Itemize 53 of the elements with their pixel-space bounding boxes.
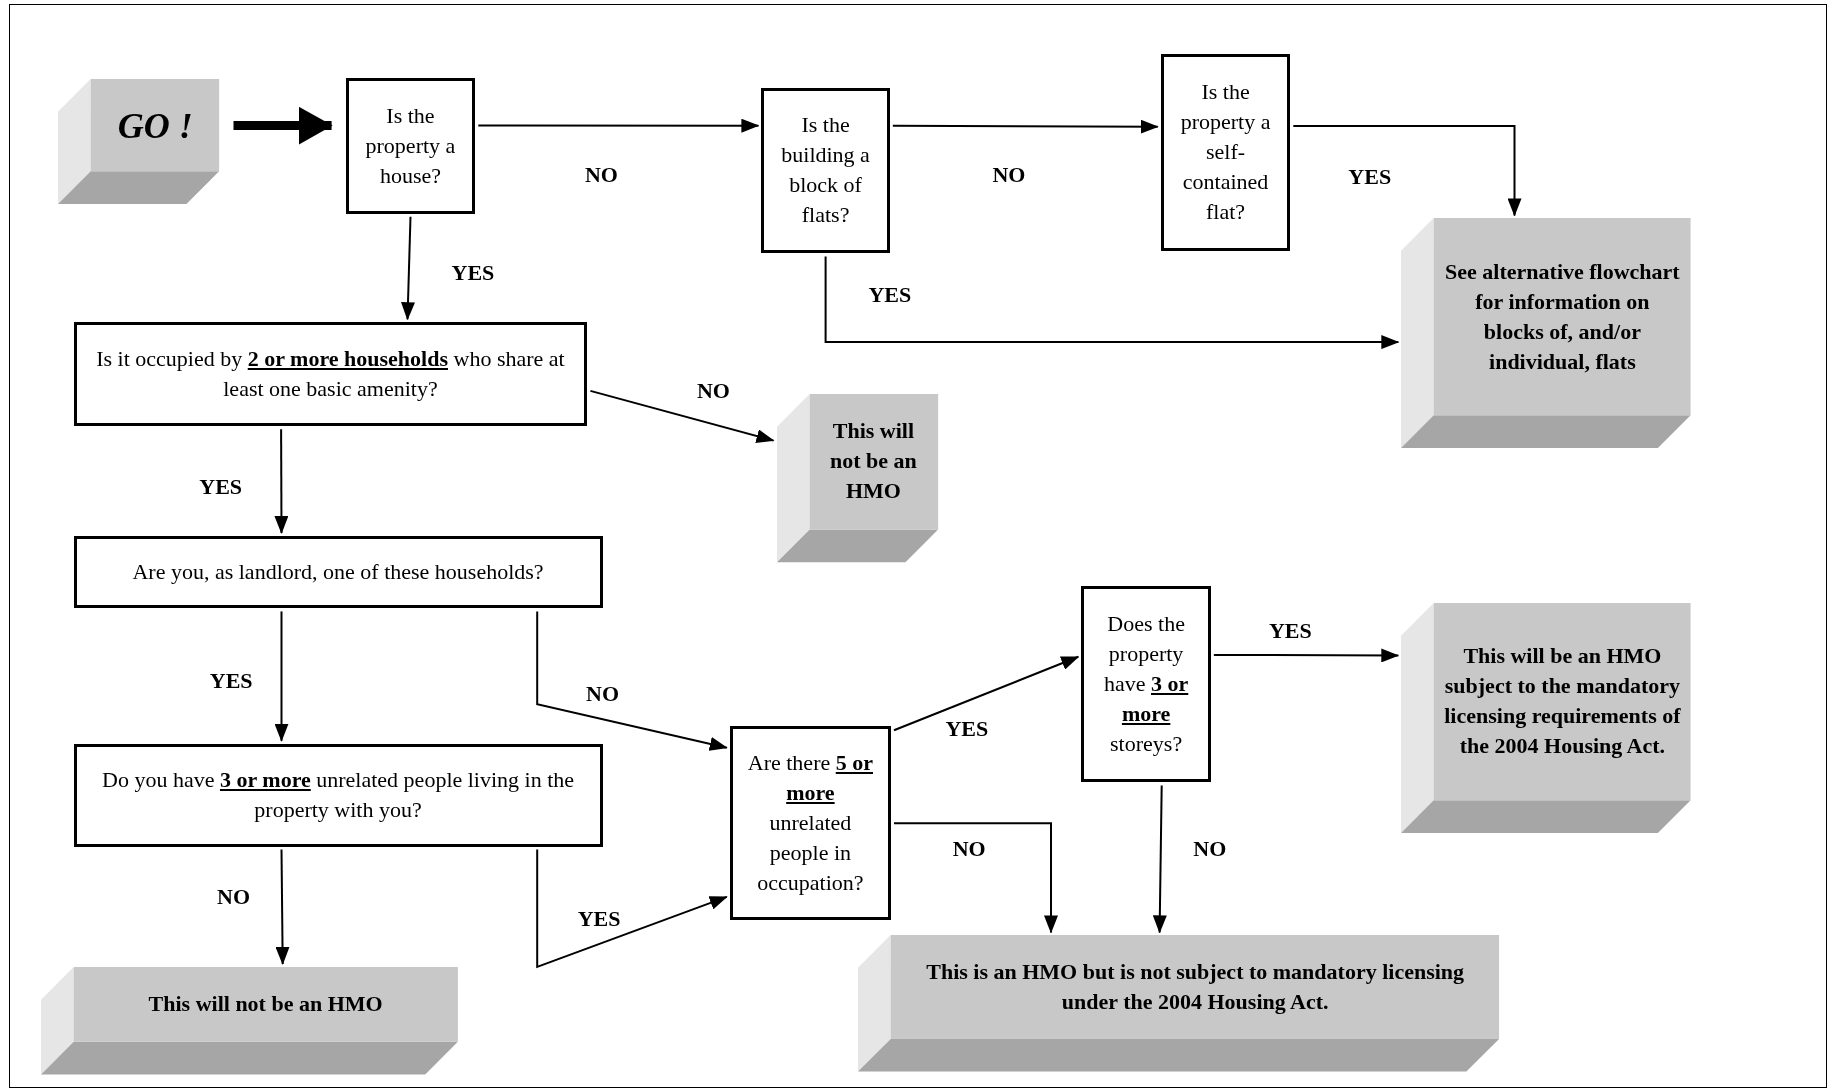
result-text: This will be an HMO subject to the mandatory licensing requirements of the 2004 Housing Act. <box>1443 642 1681 761</box>
question-text: Is the property a self-contained flat? <box>1179 78 1272 227</box>
result-text: This will not be an HMO <box>829 417 918 506</box>
edge-label: NO <box>586 680 620 707</box>
arrow <box>536 610 728 751</box>
question-text: Is the building a block of flats? <box>780 111 871 230</box>
edge-label: YES <box>577 906 621 932</box>
arrow <box>589 389 775 443</box>
arrow <box>274 428 289 534</box>
edge-label: YES <box>451 260 495 287</box>
question-box <box>73 322 588 427</box>
question-box <box>729 726 891 921</box>
arrow <box>1292 125 1522 217</box>
question-text: Does the property have 3 or more storeys? <box>1102 610 1190 759</box>
arrow <box>477 118 760 133</box>
edge-label: NO <box>952 835 986 862</box>
result-text: See alternative flowchart for information on blocks of, and/or individual, flats <box>1444 258 1681 377</box>
arrow <box>1212 648 1400 663</box>
start-label: GO ! <box>117 104 193 148</box>
edge-label: NO <box>1193 835 1227 862</box>
arrow <box>536 848 728 969</box>
question-text: Is it occupied by 2 or more households who share at least one basic amenity? <box>95 345 566 404</box>
question-box <box>761 87 890 254</box>
arrow <box>1152 784 1167 934</box>
question-text: Do you have 3 or more unrelated people living in the property with you? <box>101 766 576 825</box>
arrow <box>891 119 1159 134</box>
arrow <box>824 255 1400 350</box>
question-text: Is the property a house? <box>364 101 457 190</box>
edge-label: NO <box>696 378 730 405</box>
arrow <box>893 655 1080 732</box>
edge-label: NO <box>992 162 1026 189</box>
question-text: Are there 5 or more unrelated people in occupation? <box>746 749 874 898</box>
arrow <box>401 215 415 321</box>
question-box <box>73 743 603 847</box>
edge-label: YES <box>1268 617 1312 644</box>
edge-label: YES <box>199 473 243 500</box>
question-text: Are you, as landlord, one of these households? <box>132 558 544 587</box>
result-text: This will not be an HMO <box>148 990 383 1019</box>
question-box <box>345 78 476 214</box>
edge-label: YES <box>1348 164 1392 191</box>
result-text: This is an HMO but is not subject to mandatory licensing under the 2004 Housing Act. <box>925 958 1466 1017</box>
arrow <box>893 822 1058 934</box>
question-box <box>1160 53 1291 252</box>
edge-label: NO <box>584 162 618 189</box>
edge-label: YES <box>209 667 253 694</box>
edge-label: YES <box>868 282 912 309</box>
arrow <box>275 848 290 965</box>
question-box <box>73 536 603 609</box>
edge-label: YES <box>945 715 989 742</box>
arrow <box>274 610 289 742</box>
arrow <box>233 106 333 145</box>
edge-label: NO <box>217 883 251 910</box>
question-box <box>1081 586 1211 783</box>
